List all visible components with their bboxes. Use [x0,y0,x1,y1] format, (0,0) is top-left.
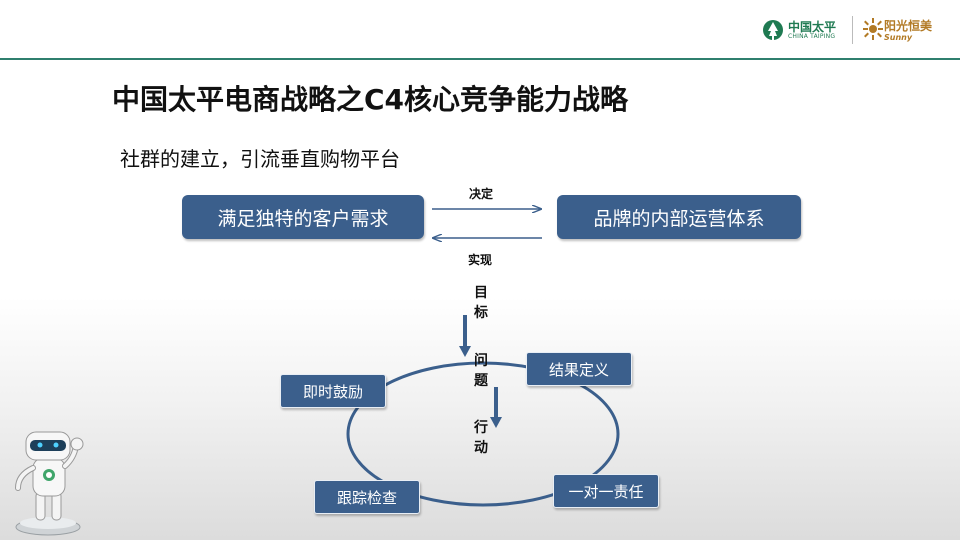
slide-title: 中国太平电商战略之C4核心竞争能力战略 [112,83,629,116]
action-char-2: 动 [474,440,488,456]
logo-separator [852,16,853,44]
problem-char-2: 题 [474,373,488,389]
arrow-goal-to-problem-head [459,346,471,357]
cycle-ellipse [346,361,620,507]
robot-mascot-icon [15,431,84,536]
instant-incentive-box: 即时鼓励 [280,374,386,408]
goal-char-1: 目 [474,285,488,301]
sunny-logo-text: 阳光恒美 [884,19,933,33]
result-definition-box: 结果定义 [526,352,632,386]
tracking-check-box: 跟踪检查 [314,480,420,514]
problem-char-1: 问 [474,353,488,369]
arrow-problem-to-action-shaft [494,387,498,420]
one-to-one-responsibility-box: 一对一责任 [553,474,659,508]
slide-subtitle: 社群的建立，引流垂直购物平台 [120,147,400,171]
china-taiping-logo-en: CHINA TAIPING [788,33,836,40]
label-decides: 决定 [469,187,494,201]
action-char-1: 行 [474,420,488,436]
china-taiping-logo-icon [763,20,783,40]
customer-needs-box: 满足独特的客户需求 [182,195,424,239]
logo-area: 中国太平 CHINA TAIPING 阳光恒美 Sunny [760,14,950,46]
header-divider [0,58,960,60]
goal-char-2: 标 [474,305,488,321]
brand-operations-box: 品牌的内部运营体系 [557,195,801,239]
sunny-logo-en: Sunny [884,33,913,42]
arrow-goal-to-problem-shaft [463,315,467,349]
arrow-problem-to-action-head [490,417,502,428]
label-realizes: 实现 [468,253,493,267]
china-taiping-logo-text: 中国太平 [788,20,837,34]
sunny-logo-icon [863,18,883,40]
